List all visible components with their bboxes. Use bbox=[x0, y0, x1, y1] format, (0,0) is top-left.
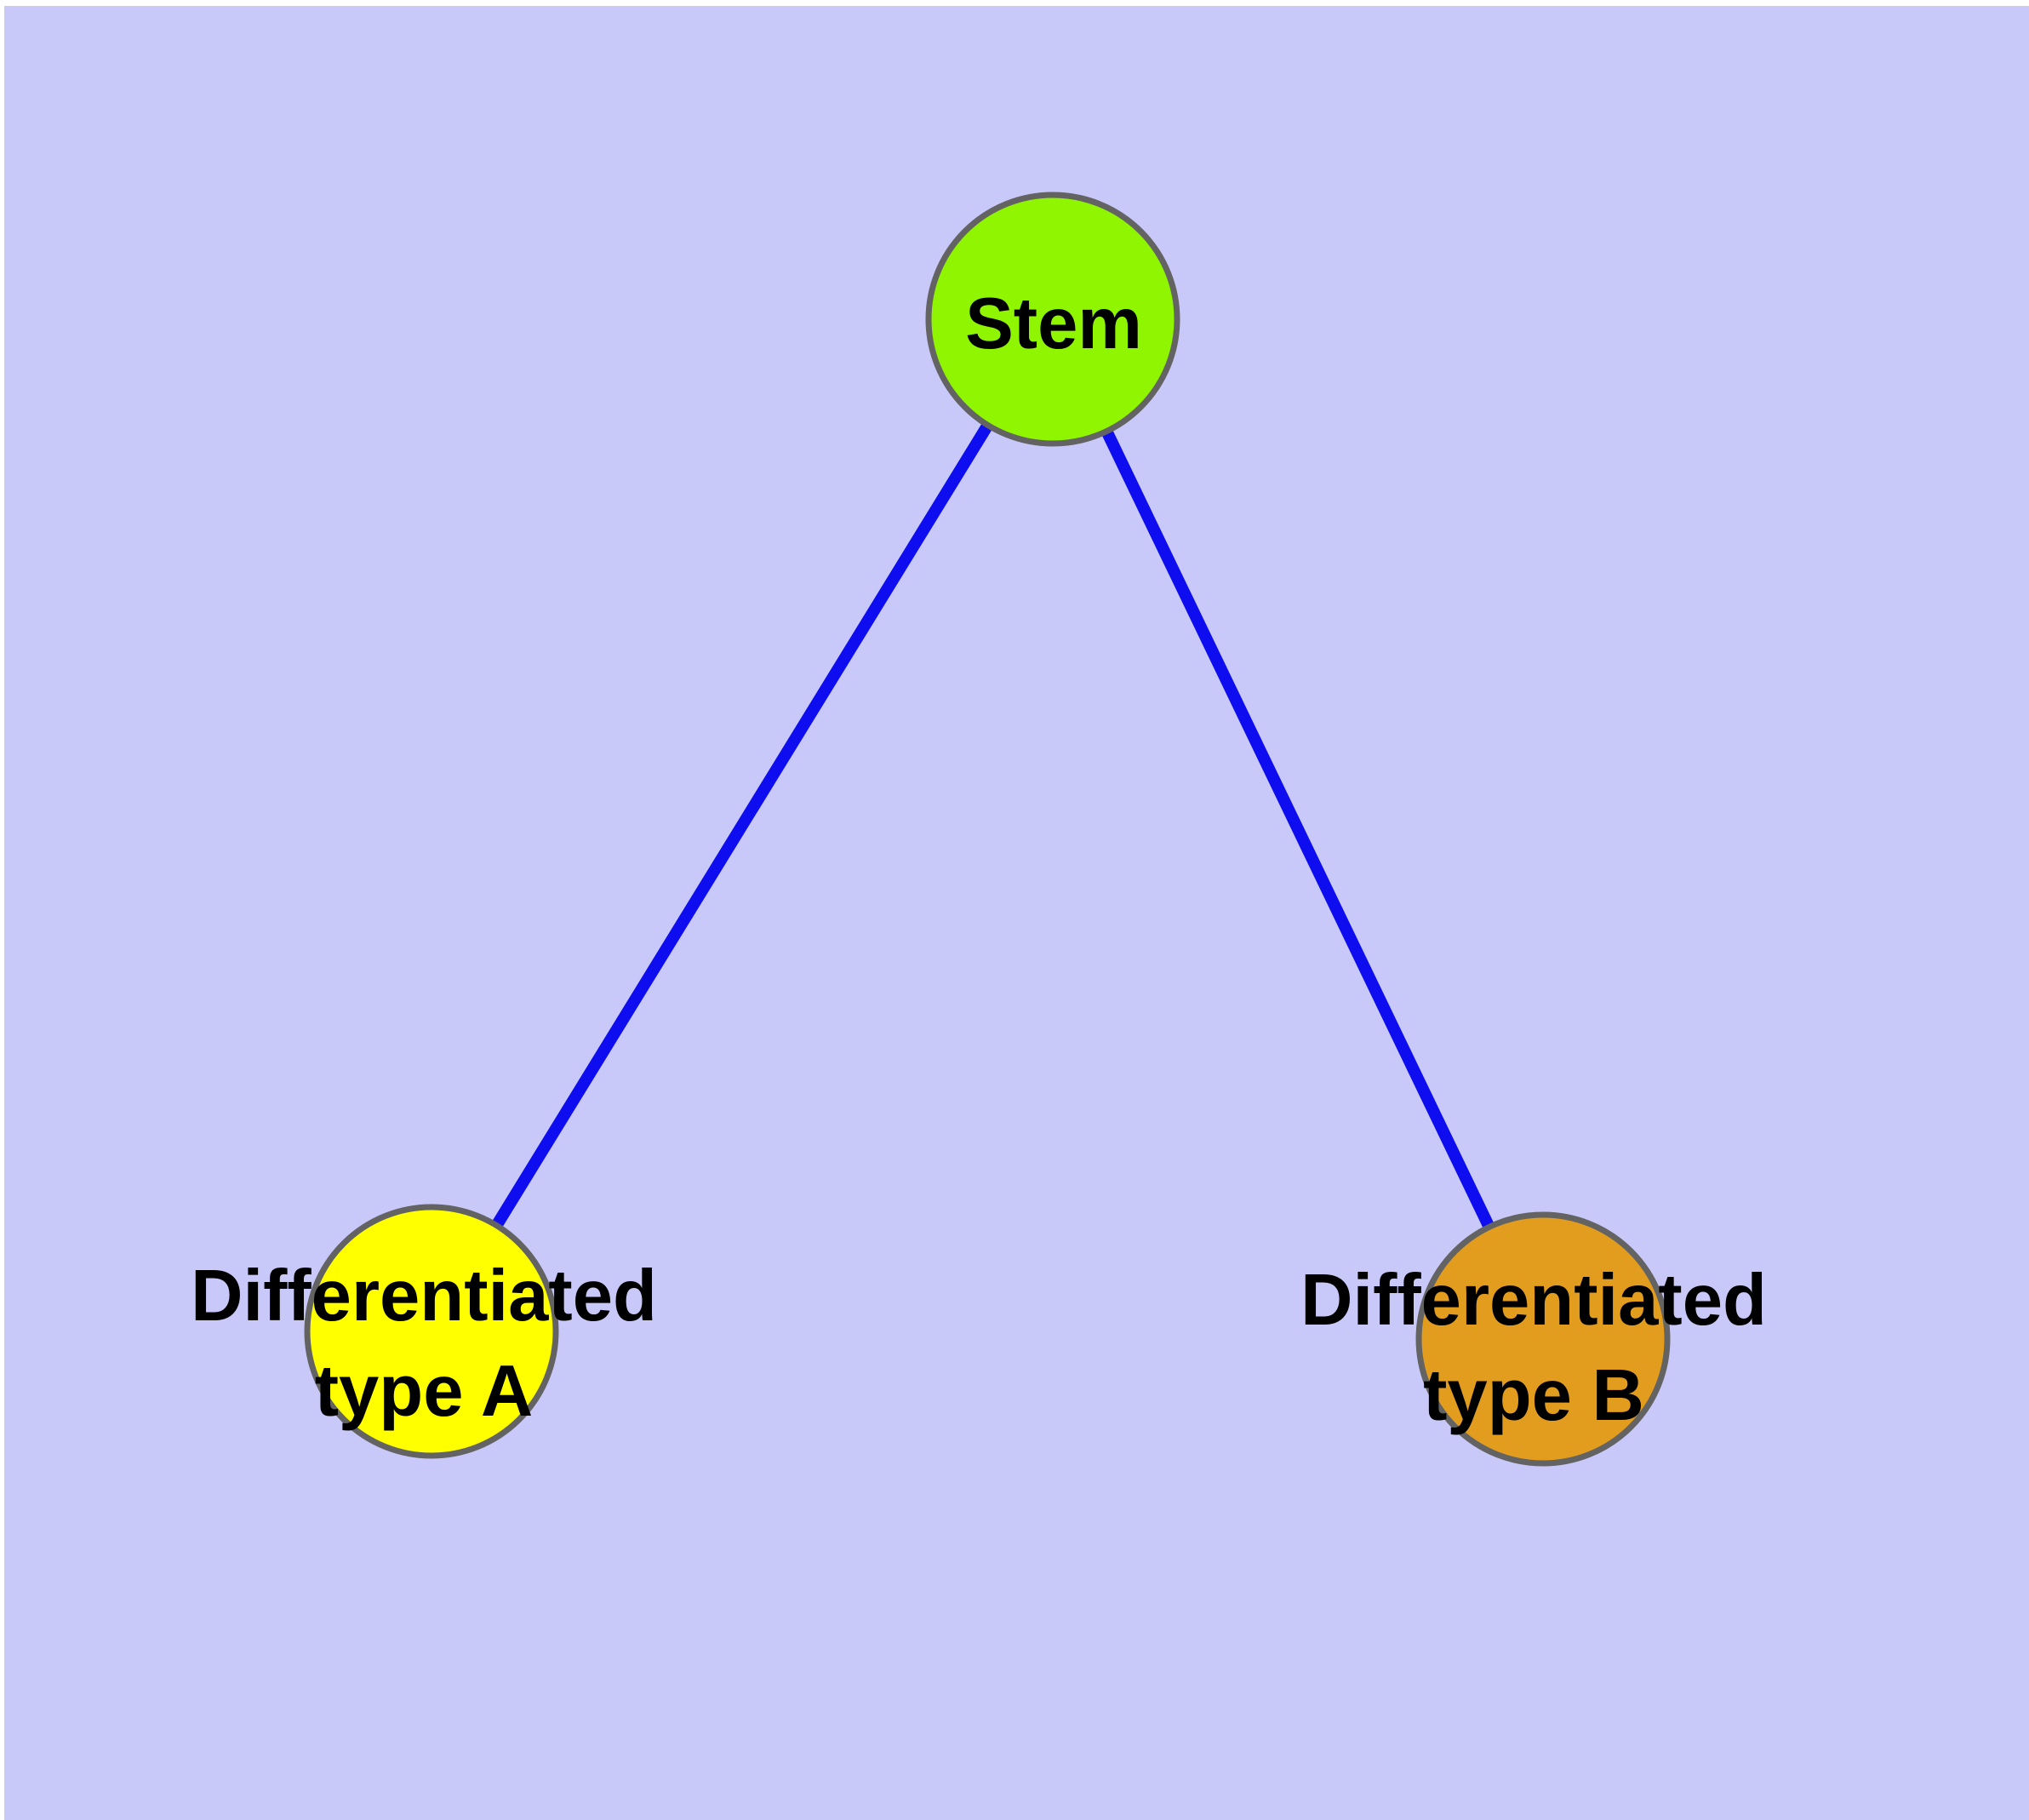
node-differentiated-type-b bbox=[1415, 1211, 1671, 1467]
edge-stem-to-type-a bbox=[426, 316, 1058, 1335]
edge-stem-to-type-b bbox=[1047, 316, 1549, 1342]
node-stem bbox=[925, 192, 1180, 447]
node-label-type-a-line2: type A bbox=[315, 1351, 534, 1432]
node-differentiated-type-a bbox=[304, 1204, 559, 1459]
node-label-stem: Stem bbox=[965, 283, 1142, 364]
node-label-type-b-line1: Differentiated bbox=[1300, 1260, 1767, 1341]
node-label-type-b-line2: type B bbox=[1423, 1355, 1644, 1436]
node-label-type-a-line1: Differentiated bbox=[191, 1256, 657, 1336]
